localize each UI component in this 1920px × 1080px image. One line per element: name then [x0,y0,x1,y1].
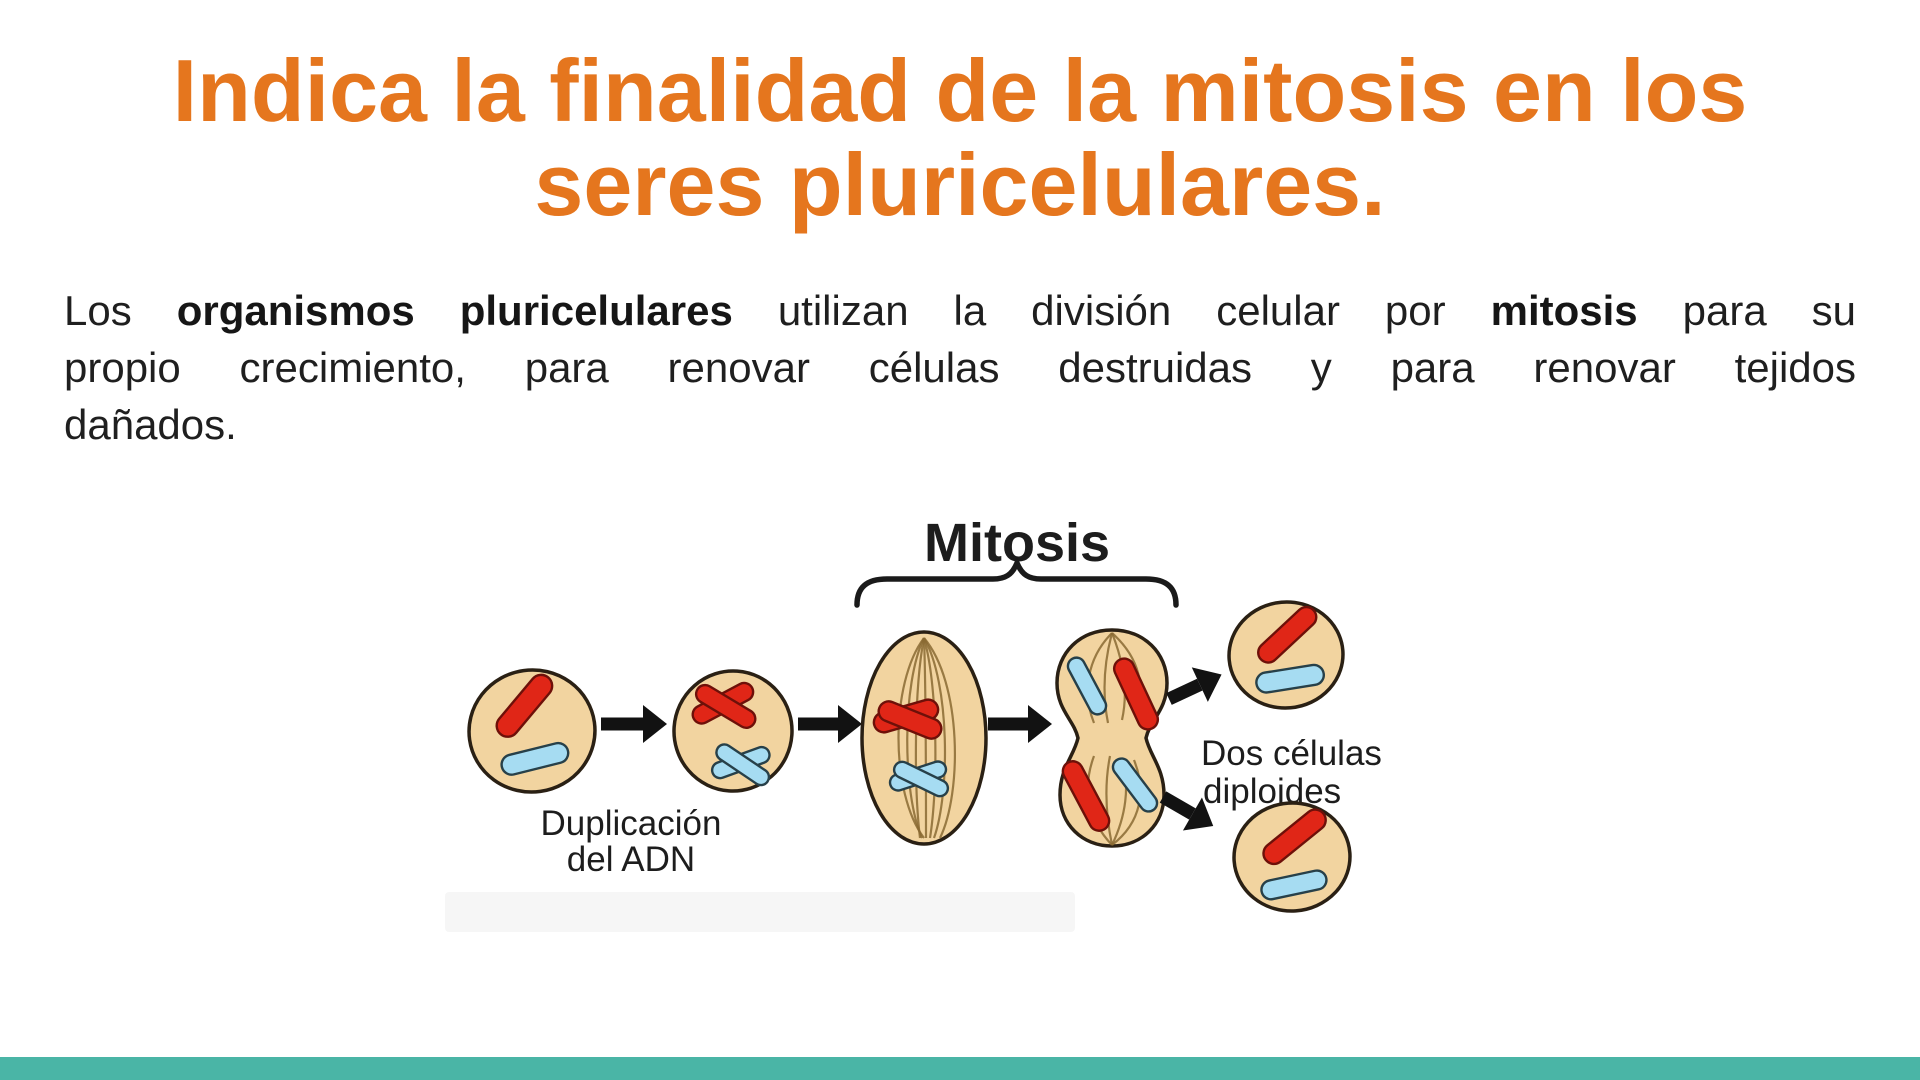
faded-watermark-strip [445,892,1075,932]
arrow-icon [1159,791,1214,831]
red-duplicated-chromosome [691,681,757,729]
red-duplicated-chromosome [872,698,943,740]
blue-duplicated-chromosome [710,743,771,787]
red-chromosome [1061,760,1111,832]
body-line: Los organismos pluricelulares utilizan l… [64,282,1856,339]
body-text: Los [64,287,177,334]
body-line: propio crecimiento, para renovar células… [64,339,1856,396]
red-chromosome [1262,808,1327,866]
arrow-icon [988,705,1052,743]
blue-duplicated-chromosome [888,760,950,798]
parent-cell [467,668,597,794]
daughter-cell-top [1227,600,1345,710]
slide-title-line1: Indica la finalidad de la mitosis en los [172,41,1748,140]
red-chromosome [1112,657,1160,731]
daughter-cells-label-line1: Dos células [1201,734,1382,773]
metaphase-cell [860,630,988,846]
blue-chromosome [500,741,570,776]
daughter-cell-bottom [1232,801,1352,913]
body-text-bold: mitosis [1490,287,1638,334]
body-text: propio crecimiento, para renovar células… [64,344,1856,391]
dna-duplication-label-line2: del ADN [567,840,695,879]
dna-duplication-label-line1: Duplicación [541,804,722,843]
blue-chromosome [1260,869,1328,901]
slide-title-line2: seres pluricelulares. [534,135,1386,234]
arrow-icon [798,705,862,743]
blue-chromosome [1255,663,1325,694]
duplicated-cell [672,669,794,793]
blue-chromosome [1111,757,1159,813]
body-paragraph: Los organismos pluricelulares utilizan l… [64,282,1856,453]
arrow-icon [601,705,667,743]
dividing-cell [1055,628,1169,848]
blue-chromosome [1066,656,1108,716]
slide-title: Indica la finalidad de la mitosis en los… [0,44,1920,232]
mitosis-diagram-svg: Mitosis [467,513,1382,913]
mitosis-brace-icon [854,555,1179,608]
red-chromosome [495,673,554,738]
bottom-accent-bar [0,1057,1920,1080]
body-text: dañados. [64,401,237,448]
body-text: utilizan la división celular por [732,287,1491,334]
mitosis-diagram: Mitosis [455,505,1400,925]
red-chromosome [1257,605,1318,664]
arrow-icon [1166,667,1222,705]
body-text-bold: organismos pluricelulares [176,287,733,334]
body-line: dañados. [64,396,1856,453]
body-text: para su [1637,287,1856,334]
